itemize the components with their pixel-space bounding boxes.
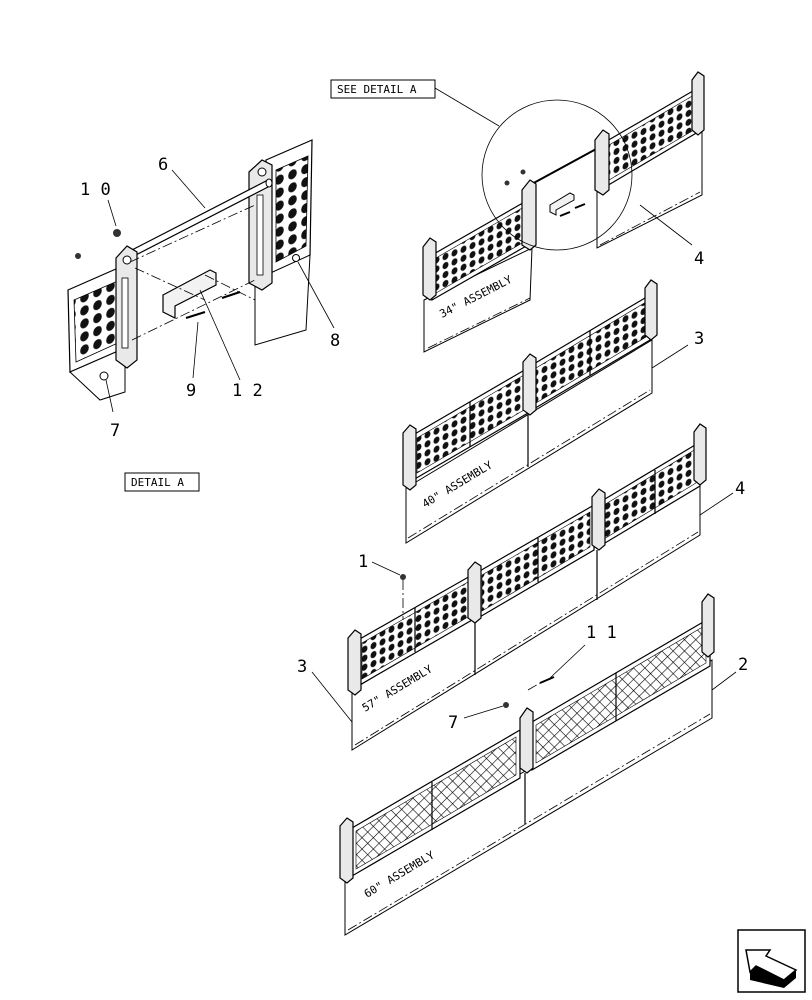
detail-a-label: DETAIL A	[131, 476, 184, 489]
callout-3b: 3	[297, 657, 307, 677]
callout-4b: 4	[735, 479, 745, 499]
leader-11	[549, 644, 586, 679]
a57-skirt-dash	[354, 531, 699, 746]
detail-left-bottom-nut	[99, 371, 109, 381]
leader-9	[192, 321, 199, 379]
callout-3a: 3	[694, 329, 704, 349]
detail-centerline-2	[131, 279, 256, 341]
detail-bracket	[162, 269, 217, 319]
detail-rod-end	[265, 178, 273, 188]
callout-4a: 4	[694, 249, 704, 269]
a34-nut-2	[520, 169, 526, 175]
leader-3a	[651, 344, 689, 369]
leader-1	[371, 561, 401, 576]
detail-a-view: 1 0 6 7 9 1 2 8 DETAIL A	[67, 139, 340, 492]
callout-7a: 7	[110, 421, 120, 441]
leader-4a	[639, 204, 693, 246]
a34-frame-end	[691, 71, 705, 136]
detail-centerline-1	[129, 204, 256, 263]
callout-1: 1	[358, 552, 368, 572]
a57-grille-2-holes	[481, 511, 591, 612]
a60-grille-2-x	[535, 624, 707, 764]
detail-left-frame-pin	[122, 255, 132, 265]
leader-7b	[463, 705, 504, 719]
callout-2: 2	[738, 655, 748, 675]
detail-right-frame-pin	[257, 167, 267, 177]
leader-8	[297, 261, 335, 329]
a40-skirt-dash	[407, 389, 651, 539]
a34-frame-left	[422, 237, 437, 301]
leader-6	[171, 169, 206, 209]
detail-bolt-2	[221, 291, 241, 299]
a34-rod	[529, 147, 599, 186]
a40-frame-left	[402, 424, 417, 491]
a40-frame-end	[644, 279, 658, 341]
assembly-60: 1 1 7 60" ASSEMBLY 2	[339, 593, 748, 936]
detail-far-left-nut	[75, 253, 81, 259]
next-page-arrow-icon[interactable]	[737, 929, 806, 993]
a60-frame-end	[701, 593, 715, 658]
callout-12: 1 2	[232, 381, 263, 401]
detail-right-bolt	[292, 254, 300, 262]
a34-skirt-left	[423, 247, 533, 353]
a34-bolt-2	[574, 203, 586, 209]
a34-frame-mid	[521, 179, 537, 251]
callout-6: 6	[158, 155, 168, 175]
leader-10	[107, 199, 117, 227]
detail-left-frame-slot	[121, 277, 129, 349]
detail-centerline-4	[204, 274, 256, 301]
callout-11: 1 1	[586, 623, 617, 643]
a34-nut-1	[504, 180, 510, 186]
a60-skirt-dash	[347, 713, 711, 931]
leader-7a	[105, 379, 114, 413]
leader-see-detail	[434, 87, 500, 127]
callout-9: 9	[186, 381, 196, 401]
a57-rivet	[400, 574, 406, 580]
a57-frame-end	[693, 423, 707, 486]
a57-frame-mid-1	[467, 561, 482, 624]
a40-skirt	[405, 339, 653, 544]
a57-frame-mid-2	[591, 488, 606, 551]
a34-bolt-1	[559, 211, 571, 217]
leader-4b	[699, 492, 734, 516]
a60-pin	[539, 676, 555, 684]
detail-a-circle	[481, 99, 633, 251]
detail-centerline-3	[134, 267, 206, 301]
detail-bolt-1	[185, 311, 206, 319]
a57-frame-left	[347, 629, 362, 696]
a60-pin-line	[527, 682, 541, 691]
a60-nut	[503, 702, 509, 708]
callout-7b: 7	[448, 713, 458, 733]
a60-frame-left	[339, 817, 354, 884]
a60-frame-mid	[519, 707, 534, 774]
leader-2	[711, 671, 737, 691]
a34-bracket	[549, 192, 575, 216]
a40-frame-mid	[522, 353, 537, 416]
detail-right-frame-slot	[256, 194, 264, 276]
detail-top-nut	[113, 229, 121, 237]
see-detail-a-label: SEE DETAIL A	[337, 83, 417, 96]
assembly-40: 40" ASSEMBLY 3	[402, 279, 704, 544]
assembly-57: 1 57" ASSEMBLY 4 3	[297, 423, 745, 751]
a60-grille-1-x	[355, 736, 517, 870]
callout-8: 8	[330, 331, 340, 351]
see-detail-a-box	[330, 79, 436, 99]
detail-left-skirt	[69, 347, 126, 401]
a34-skirt-dash-r	[599, 191, 701, 246]
leader-3b	[311, 671, 353, 723]
leader-12	[199, 289, 241, 381]
a34-frame-right	[594, 129, 610, 196]
a34-skirt-dash	[427, 297, 531, 349]
callout-10: 1 0	[80, 180, 111, 200]
assembly-34: SEE DETAIL A 34" ASSEMBLY 4	[330, 71, 705, 353]
detail-a-label-box	[124, 472, 200, 492]
detail-right-grille-holes	[275, 155, 309, 263]
